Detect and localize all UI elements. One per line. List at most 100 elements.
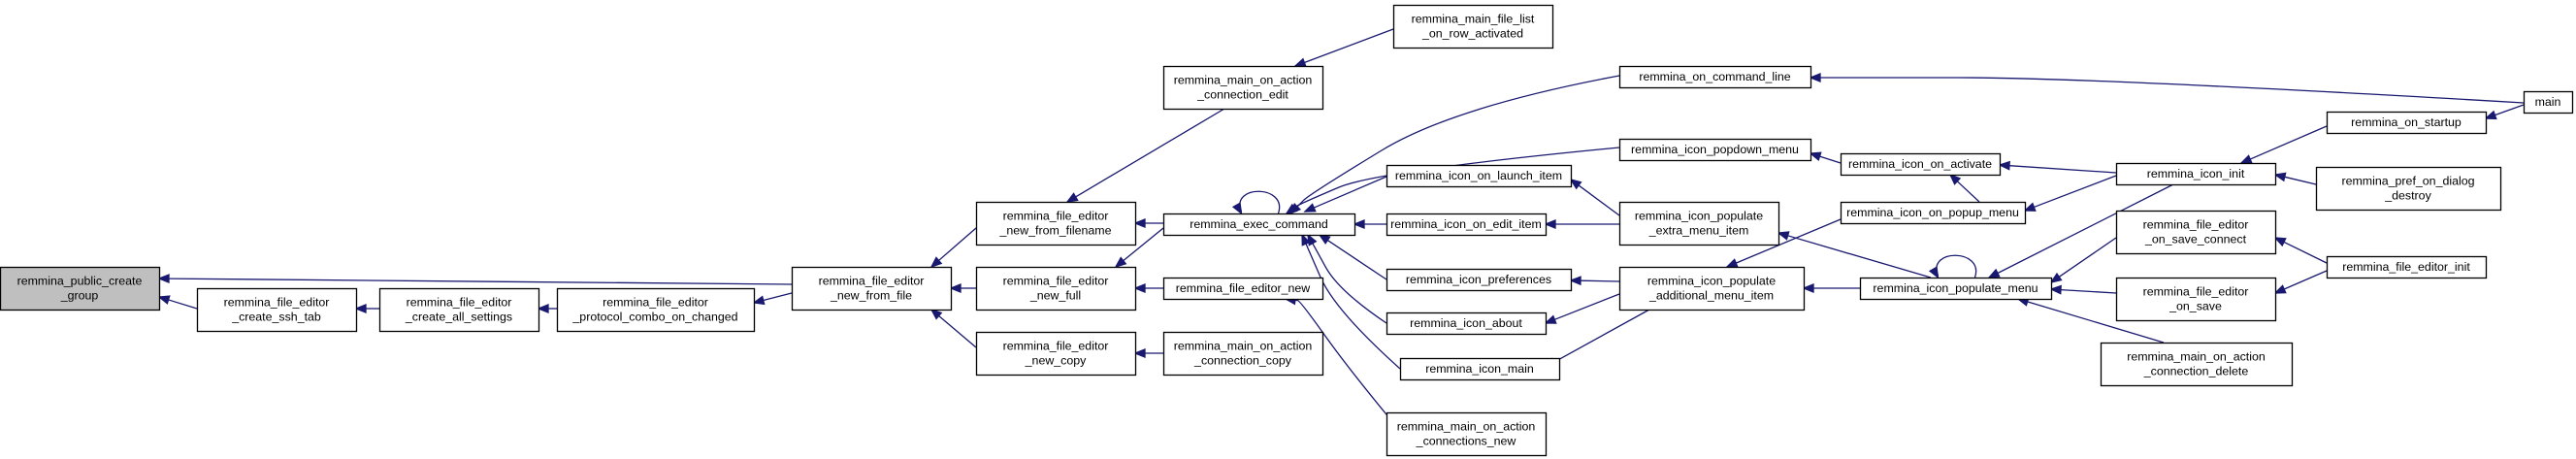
node-box[interactable] [2115, 210, 2277, 255]
node-remmina-icon-populate-extra-menu-item[interactable]: remmina_icon_populate_extra_menu_item [1618, 201, 1780, 246]
edge-line [1820, 77, 2525, 104]
node-remmina-file-editor-create-all-settings[interactable]: remmina_file_editor_create_all_settings [378, 287, 540, 333]
node-remmina-file-editor-protocol-combo-on-changed[interactable]: remmina_file_editor_protocol_combo_on_ch… [556, 287, 756, 333]
node-remmina-on-startup[interactable]: remmina_on_startup [2326, 111, 2488, 135]
node-box[interactable] [1162, 331, 1324, 377]
node-label: remmina_file_editor [2143, 285, 2249, 299]
node-box[interactable] [2523, 90, 2574, 115]
node-box[interactable] [1386, 411, 1548, 457]
node-label: _protocol_combo_on_changed [571, 311, 737, 324]
edge-n9-to-n6 [1114, 227, 1164, 269]
node-remmina-icon-init[interactable]: remmina_icon_init [2115, 162, 2277, 186]
node-box[interactable] [1392, 4, 1554, 49]
node-box[interactable] [1618, 266, 1806, 311]
node-box[interactable] [1162, 213, 1356, 237]
node-remmina-file-editor-on-save[interactable]: remmina_file_editor_on_save [2115, 277, 2277, 322]
node-box[interactable] [1162, 65, 1324, 111]
node-remmina-main-on-action-connection-edit[interactable]: remmina_main_on_action_connection_edit [1162, 65, 1324, 111]
node-box[interactable] [1840, 152, 2002, 177]
node-remmina-file-editor-init[interactable]: remmina_file_editor_init [2326, 255, 2488, 279]
node-remmina-file-editor-new-from-file[interactable]: remmina_file_editor_new_from_file [791, 266, 953, 311]
node-remmina-pref-on-dialog-destroy[interactable]: remmina_pref_on_dialog_destroy [2315, 166, 2502, 212]
node-box[interactable] [0, 266, 161, 311]
node-label: _connection_edit [1196, 88, 1288, 102]
edge-n1-to-n0 [157, 295, 198, 310]
node-box[interactable] [1399, 357, 1561, 381]
node-main[interactable]: main [2523, 90, 2574, 115]
node-remmina-icon-on-edit-item[interactable]: remmina_icon_on_edit_item [1386, 213, 1548, 237]
node-label: remmina_file_editor [603, 296, 708, 310]
node-box[interactable] [1840, 201, 2027, 225]
node-label: _destroy [2384, 189, 2431, 203]
node-label: _extra_menu_item [1648, 224, 1749, 238]
node-box[interactable] [1386, 213, 1548, 237]
node-box[interactable] [791, 266, 953, 311]
node-box[interactable] [556, 287, 756, 333]
node-remmina-icon-populate-menu[interactable]: remmina_icon_populate_menu [1859, 277, 2053, 301]
node-remmina-main-on-action-connection-copy[interactable]: remmina_main_on_action_connection_copy [1162, 331, 1324, 377]
node-box[interactable] [2326, 111, 2488, 135]
node-label: remmina_file_editor_new [1176, 281, 1310, 295]
node-remmina-file-editor-new[interactable]: remmina_file_editor_new [1162, 277, 1324, 301]
node-remmina-file-editor-create-ssh-tab[interactable]: remmina_file_editor_create_ssh_tab [196, 287, 358, 333]
node-remmina-file-editor-on-save-connect[interactable]: remmina_file_editor_on_save_connect [2115, 210, 2277, 255]
node-remmina-main-on-action-connections-new[interactable]: remmina_main_on_action_connections_new [1386, 411, 1548, 457]
node-label: remmina_public_create [17, 275, 143, 288]
node-box[interactable] [1162, 277, 1324, 301]
edge-line [1735, 218, 1842, 264]
node-box[interactable] [1386, 268, 1573, 292]
node-box[interactable] [2115, 162, 2277, 186]
node-box[interactable] [378, 287, 540, 333]
node-label: _connections_new [1416, 435, 1516, 448]
node-label: remmina_file_editor [1003, 340, 1109, 353]
node-remmina-icon-main[interactable]: remmina_icon_main [1399, 357, 1561, 381]
node-box[interactable] [1386, 164, 1573, 188]
node-remmina-on-command-line[interactable]: remmina_on_command_line [1618, 65, 1812, 89]
node-box[interactable] [2115, 277, 2277, 322]
node-label: _connection_delete [2143, 365, 2249, 378]
edge-arrowhead [1114, 256, 1127, 269]
node-label: remmina_file_editor [1003, 275, 1109, 288]
node-box[interactable] [1618, 138, 1812, 162]
node-remmina-file-editor-new-copy[interactable]: remmina_file_editor_new_copy [975, 331, 1137, 377]
node-remmina-file-editor-new-full[interactable]: remmina_file_editor_new_full [975, 266, 1137, 311]
edge-arrowhead [929, 308, 943, 320]
node-remmina-icon-about[interactable]: remmina_icon_about [1386, 311, 1548, 336]
edge-arrowhead [2273, 237, 2287, 247]
edge-line [1304, 28, 1394, 64]
node-remmina-icon-populate-additional-menu-item[interactable]: remmina_icon_populate_additional_menu_it… [1618, 266, 1806, 311]
edge-line [1936, 254, 1977, 279]
node-remmina-main-file-list-on-row-activated[interactable]: remmina_main_file_list_on_row_activated [1392, 4, 1554, 49]
node-label: remmina_icon_populate [1647, 275, 1776, 288]
edge-line [1554, 293, 1620, 320]
edge-line [1553, 309, 1650, 363]
node-remmina-public-create-group[interactable]: remmina_public_create_group [0, 266, 161, 311]
node-remmina-icon-popdown-menu[interactable]: remmina_icon_popdown_menu [1618, 138, 1812, 162]
node-remmina-main-on-action-connection-delete[interactable]: remmina_main_on_action_connection_delete [2100, 342, 2294, 387]
node-box[interactable] [2326, 255, 2488, 279]
edge-line [2034, 175, 2117, 209]
edge-line [1296, 75, 1620, 208]
node-remmina-icon-on-launch-item[interactable]: remmina_icon_on_launch_item [1386, 164, 1573, 188]
edge-arrowhead [1231, 202, 1243, 215]
node-box[interactable] [1386, 311, 1548, 336]
node-box[interactable] [1618, 201, 1780, 246]
edge-arrowhead [2273, 172, 2287, 182]
edge-line [1956, 180, 1980, 203]
node-box[interactable] [975, 266, 1137, 311]
node-remmina-file-editor-new-from-filename[interactable]: remmina_file_editor_new_from_filename [975, 201, 1137, 246]
edge-n22-to-n17 [1569, 276, 1620, 286]
node-box[interactable] [975, 201, 1137, 246]
node-remmina-icon-on-activate[interactable]: remmina_icon_on_activate [1840, 152, 2002, 177]
node-box[interactable] [975, 331, 1137, 377]
node-remmina-exec-command[interactable]: remmina_exec_command [1162, 213, 1356, 237]
node-remmina-icon-preferences[interactable]: remmina_icon_preferences [1386, 268, 1573, 292]
node-box[interactable] [2315, 166, 2502, 212]
node-box[interactable] [196, 287, 358, 333]
node-remmina-icon-on-popup-menu[interactable]: remmina_icon_on_popup_menu [1840, 201, 2027, 225]
node-box[interactable] [1618, 65, 1812, 89]
node-box[interactable] [2100, 342, 2294, 387]
node-label: remmina_file_editor [819, 275, 925, 288]
node-box[interactable] [1859, 277, 2053, 301]
edge-line [2284, 176, 2317, 185]
